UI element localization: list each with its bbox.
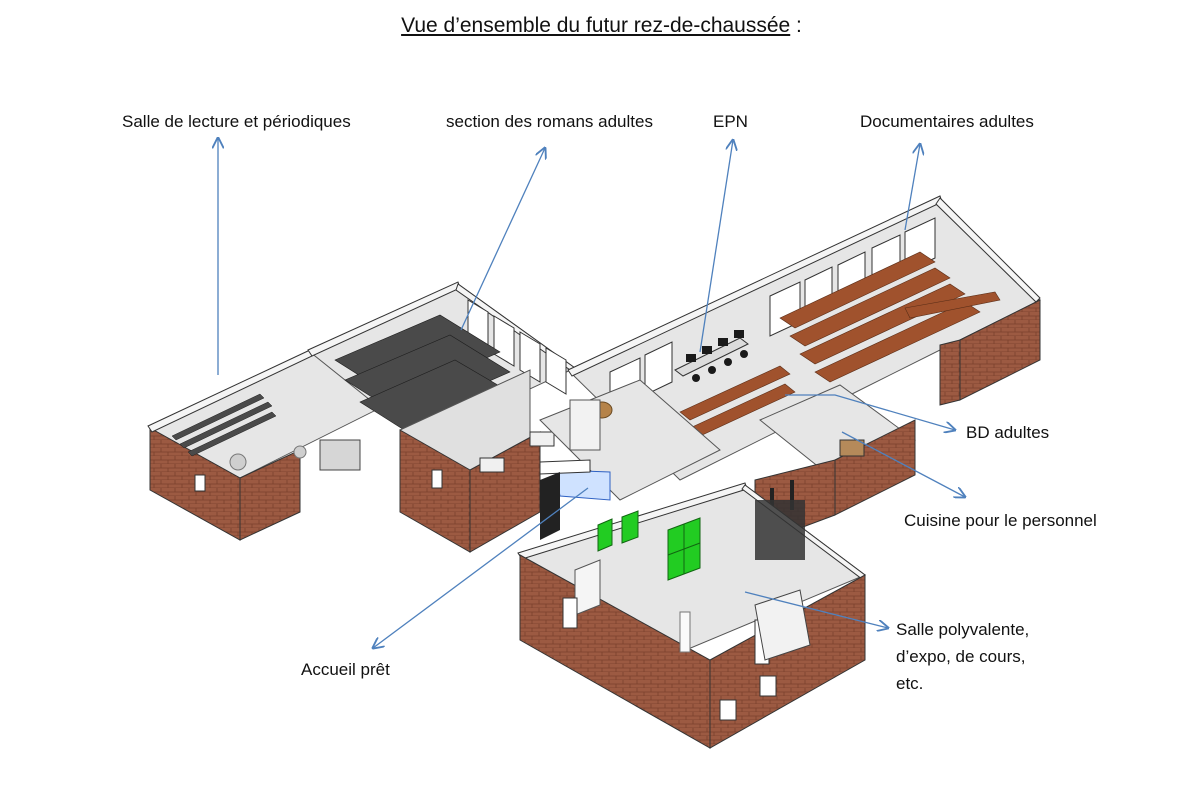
documentaires-shelves — [779, 251, 1001, 383]
arrow-polyvalente — [744, 591, 888, 628]
romans-wing — [307, 281, 576, 553]
left-wing — [147, 349, 402, 541]
label-polyvalente-line1: Salle polyvalente, — [896, 620, 1030, 639]
label-salle-lecture: Salle de lecture et périodiques — [122, 112, 351, 131]
accueil-area — [539, 379, 721, 540]
arrow-romans — [460, 148, 545, 331]
label-polyvalente: Salle polyvalente, d’expo, de cours, etc… — [896, 616, 1029, 697]
label-bd: BD adultes — [966, 423, 1050, 442]
reading-shelves — [171, 393, 277, 457]
romans-windows — [467, 299, 567, 395]
title-text: Vue d’ensemble du futur rez-de-chaussée — [401, 14, 791, 37]
label-epn: EPN — [713, 112, 748, 131]
annotation-arrows — [218, 138, 965, 648]
arrow-cuisine — [841, 431, 965, 497]
arrow-epn — [699, 140, 733, 353]
label-cuisine: Cuisine pour le personnel — [904, 511, 1097, 530]
page-title: Vue d’ensemble du futur rez-de-chaussée … — [0, 14, 1203, 38]
bd-shelves — [679, 365, 796, 437]
title-suffix: : — [790, 14, 802, 37]
label-accueil: Accueil prêt — [301, 660, 390, 679]
arrow-documentaires — [904, 144, 920, 231]
polyvalente-wing — [517, 482, 866, 749]
label-polyvalente-line3: etc. — [896, 674, 924, 693]
romans-shelves — [334, 314, 521, 441]
arrow-bd — [785, 394, 955, 430]
arrow-accueil — [373, 487, 589, 648]
label-polyvalente-line2: d’expo, de cours, — [896, 647, 1026, 666]
label-documentaires: Documentaires adultes — [860, 112, 1034, 131]
label-romans: section des romans adultes — [446, 112, 653, 131]
epn-computers — [686, 330, 748, 382]
